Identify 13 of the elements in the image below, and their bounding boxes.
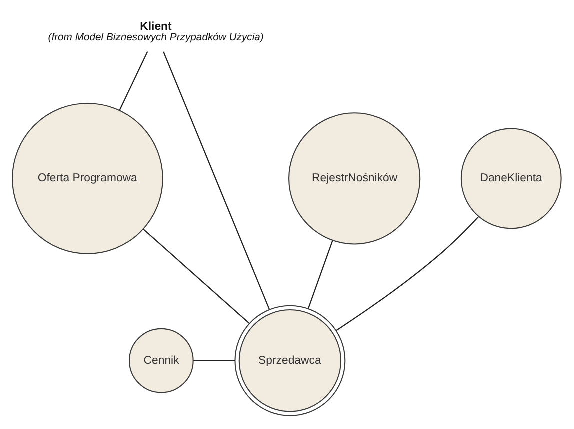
node-circle: Oferta Programowa	[12, 102, 164, 254]
connector	[336, 216, 480, 331]
connector	[119, 51, 148, 110]
node-circle: RejestrNośników	[288, 112, 421, 244]
node-circle: Sprzedawca	[234, 304, 346, 416]
node-label: (from Model Biznesowych Przypadków Użycia)	[48, 32, 264, 44]
connector	[143, 228, 250, 324]
connector	[194, 360, 236, 361]
node-circle: Cennik	[129, 328, 194, 393]
connector	[163, 51, 270, 310]
node-circle: DaneKlienta	[460, 128, 562, 229]
connector	[308, 240, 334, 308]
node-text: Klient	[140, 20, 172, 33]
